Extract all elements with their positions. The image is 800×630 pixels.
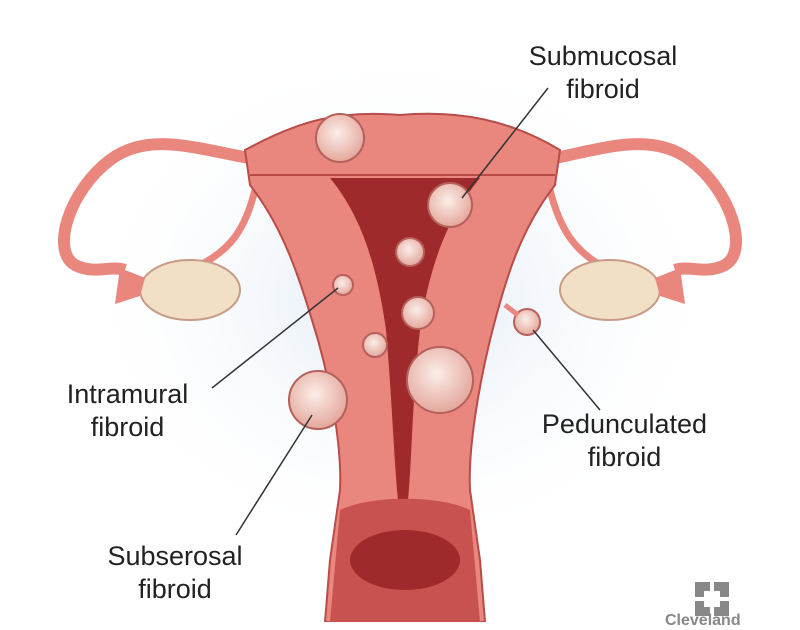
fibroid-submucosal xyxy=(427,182,473,228)
left-fimbriae xyxy=(115,268,145,304)
fibroid xyxy=(401,296,435,330)
fibroid-intramural xyxy=(332,274,354,296)
leader-lines xyxy=(211,87,601,536)
label-intramural-fibroid: Intramural fibroid xyxy=(66,379,189,442)
right-ovary xyxy=(559,259,661,321)
left-fallopian-tube xyxy=(58,138,261,276)
cleveland-clinic-logo-icon xyxy=(695,582,729,616)
fibroid xyxy=(362,332,388,358)
fibroids xyxy=(288,113,541,430)
label-pedunculated-fibroid: Pedunculated fibroid xyxy=(541,409,708,472)
logo-text: Cleveland xyxy=(665,612,741,629)
right-fallopian-tube xyxy=(543,138,742,276)
fibroid-subserosal xyxy=(288,370,348,430)
label-submucosal-fibroid: Submucosal fibroid xyxy=(528,41,678,104)
left-ovary xyxy=(139,259,241,321)
right-fimbriae xyxy=(655,268,685,304)
uterine-cavity xyxy=(330,178,480,500)
fibroid-fundal xyxy=(315,113,365,163)
fibroid xyxy=(395,237,425,267)
fibroid-pedunculated xyxy=(513,308,541,336)
label-subserosal-fibroid: Subserosal fibroid xyxy=(107,541,243,604)
fibroid xyxy=(406,346,474,414)
